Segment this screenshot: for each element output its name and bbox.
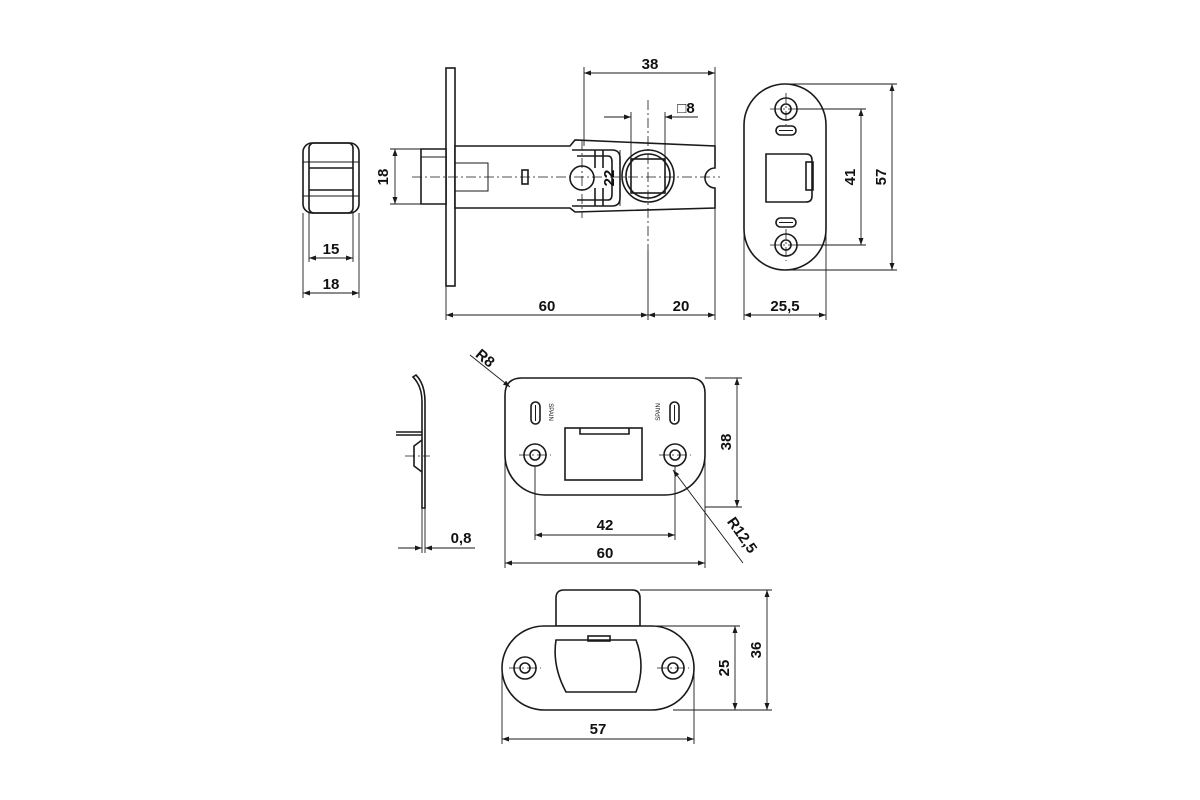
- dim-latch-face-outer: 18: [323, 276, 340, 293]
- faceplate-front-view: 41 57 25,5: [743, 83, 897, 320]
- dim-case-tail: 20: [673, 298, 690, 315]
- dim-strike-radius-large: R12,5: [723, 514, 760, 557]
- dim-strike-hole-spacing: 42: [597, 517, 614, 534]
- strike-front-view: SPAIN SPAIN R8 R12,5 38 42 60: [469, 346, 760, 568]
- dim-spindle-hole: 22: [601, 170, 618, 187]
- dim-strike-height: 38: [718, 434, 735, 451]
- leader-r8: [469, 354, 511, 388]
- dim-bolt-height: 18: [375, 169, 392, 186]
- dim-case-length: 38: [642, 56, 659, 73]
- strike-latch-opening: [564, 427, 643, 481]
- strike-logo-left: [530, 401, 541, 425]
- leader-r12-5: [672, 469, 744, 564]
- strike-logo-right: [669, 401, 680, 425]
- dim-strike-radius-small: R8: [472, 346, 498, 371]
- brand-logo-top: [775, 125, 797, 136]
- dim-faceplate-hole-spacing: 41: [842, 169, 859, 186]
- strike-side-view: 0,8: [396, 373, 475, 553]
- latch-end-outer: [302, 142, 360, 214]
- dust-box-view: 25 36 57: [501, 589, 772, 744]
- dim-dust-box-width: 57: [590, 721, 607, 738]
- latch-bolt: [420, 148, 447, 205]
- dim-strike-thickness: 0,8: [451, 530, 472, 547]
- strike-marking-right: SPAIN: [656, 403, 662, 421]
- latch-end-inner: [308, 142, 354, 214]
- dust-box-top: [555, 589, 641, 627]
- dim-faceplate-width: 25,5: [770, 298, 799, 315]
- dim-strike-width: 60: [597, 545, 614, 562]
- brand-logo-bottom: [775, 217, 797, 228]
- dim-faceplate-height: 57: [873, 169, 890, 186]
- dim-dust-box-height: 25: [716, 660, 733, 677]
- dim-spindle-square: □8: [677, 100, 694, 117]
- dust-box-opening: [554, 639, 642, 693]
- dim-backset: 60: [539, 298, 556, 315]
- dim-dust-box-overall-height: 36: [748, 642, 765, 659]
- latch-side-view: 18 38 □8 22 60 20: [375, 56, 720, 320]
- dim-latch-face-width: 15: [323, 241, 340, 258]
- latch-end-view: 15 18: [302, 142, 360, 298]
- strike-marking-left: SPAIN: [547, 403, 553, 421]
- faceplate-bolt-opening: [765, 153, 813, 203]
- strike-plate-outline: [504, 377, 706, 496]
